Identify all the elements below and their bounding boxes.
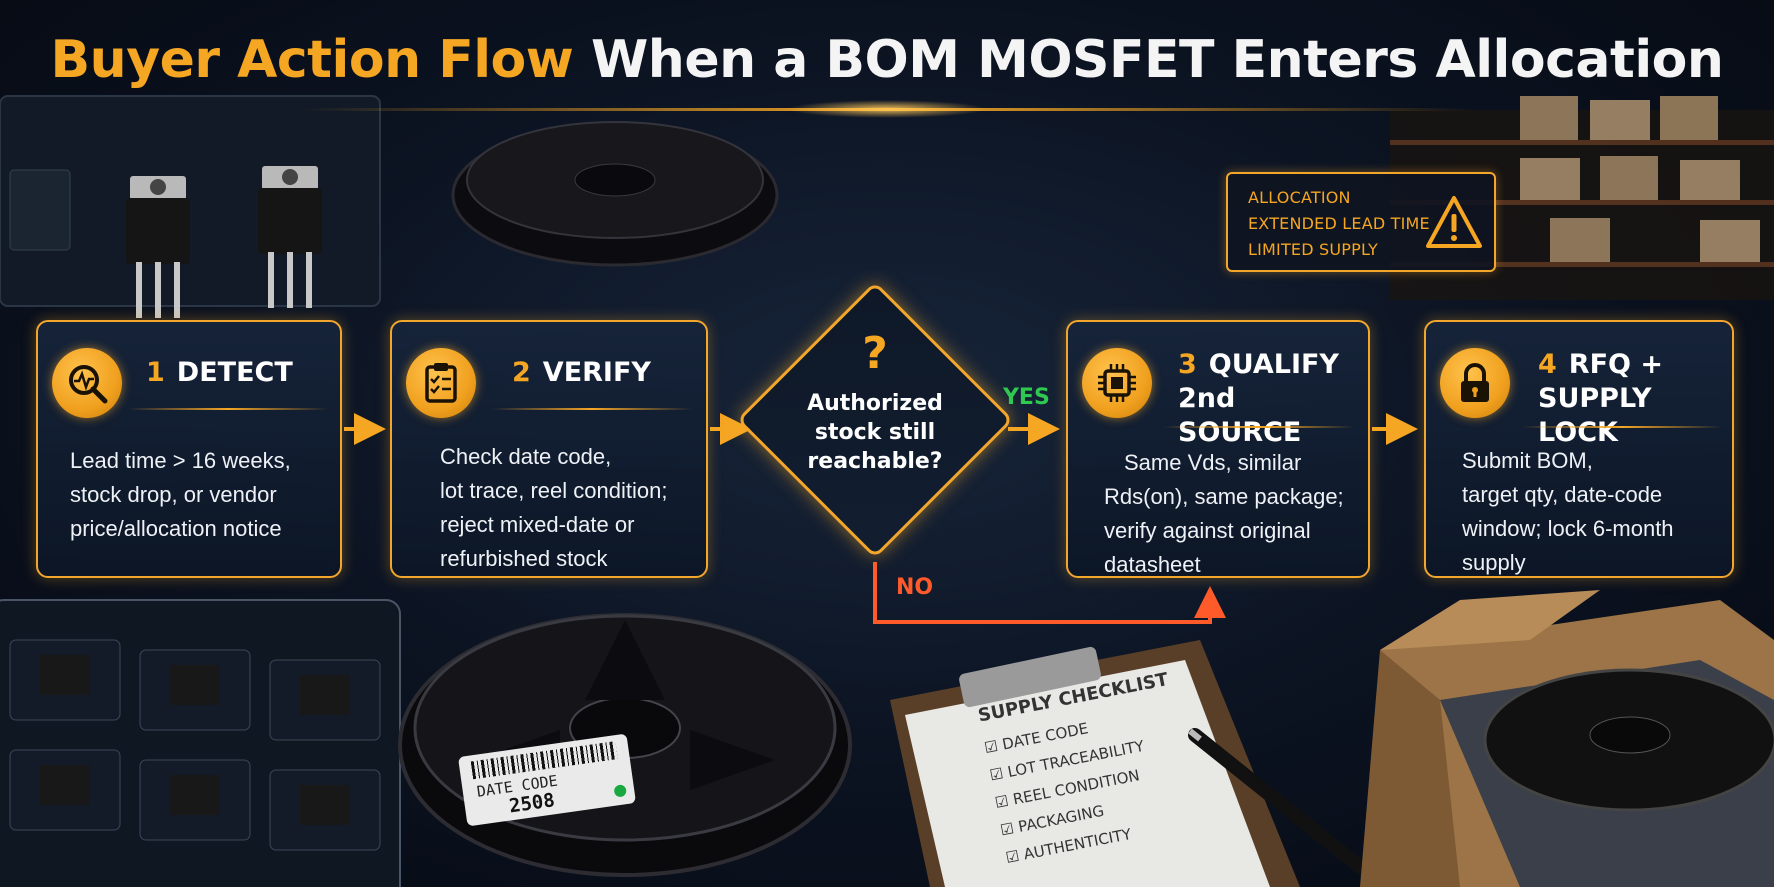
top-reel bbox=[451, 121, 779, 267]
step-line: Check date code, bbox=[440, 444, 612, 469]
decision-line: Authorized bbox=[807, 391, 943, 416]
step-label: VERIFY bbox=[542, 357, 651, 388]
step-line: verify against original bbox=[1104, 518, 1311, 543]
step-heading: 1 DETECT bbox=[146, 356, 293, 390]
title-glow bbox=[787, 100, 987, 118]
step-line: reject mixed-date or bbox=[440, 512, 635, 537]
step-divider bbox=[1522, 426, 1722, 428]
step-card-rfq: 4 RFQ + SUPPLY LOCK Submit BOM, target qt… bbox=[1424, 320, 1734, 578]
allocation-alert: ALLOCATION EXTENDED LEAD TIME LIMITED SU… bbox=[1226, 172, 1496, 272]
step-divider bbox=[1164, 426, 1354, 428]
warning-triangle-icon bbox=[1426, 196, 1482, 248]
alert-line: ALLOCATION bbox=[1248, 188, 1351, 207]
pen bbox=[1188, 728, 1377, 882]
step-line: target qty, date-code bbox=[1462, 482, 1663, 507]
clipboard-check-icon bbox=[406, 348, 476, 418]
step-label: 2nd SOURCE bbox=[1178, 382, 1302, 448]
step-line: Same Vds, similar bbox=[1124, 450, 1302, 475]
title-highlight: Buyer Action Flow bbox=[50, 30, 574, 90]
step-line: lot trace, reel condition; bbox=[440, 478, 668, 503]
decision-yes-label: YES bbox=[1003, 385, 1050, 410]
step-heading: 2 VERIFY bbox=[512, 356, 651, 390]
chip-icon bbox=[1082, 348, 1152, 418]
decision-no-label: NO bbox=[896, 575, 934, 600]
alert-line: LIMITED SUPPLY bbox=[1248, 240, 1378, 259]
step-card-verify: 2 VERIFY Check date code, lot trace, reel… bbox=[390, 320, 708, 578]
step-number: 4 bbox=[1538, 349, 1557, 380]
step-description: Lead time > 16 weeks, stock drop, or ven… bbox=[70, 444, 291, 546]
bottom-left-tray bbox=[0, 599, 401, 887]
mosfet-part bbox=[126, 176, 190, 318]
step-line: Submit BOM, bbox=[1462, 448, 1593, 473]
step-number: 1 bbox=[146, 357, 165, 388]
step-label: RFQ + bbox=[1568, 349, 1664, 380]
step-number: 2 bbox=[512, 357, 531, 388]
step-card-detect: 1 DETECT Lead time > 16 weeks, stock drop… bbox=[36, 320, 342, 578]
step-label: QUALIFY bbox=[1208, 349, 1339, 380]
step-line: price/allocation notice bbox=[70, 516, 282, 541]
decision-question: Authorized stock still reachable? bbox=[790, 389, 960, 476]
title-rest: When a BOM MOSFET Enters Allocation bbox=[590, 30, 1724, 90]
clipboard bbox=[890, 640, 1300, 887]
padlock-icon bbox=[1440, 348, 1510, 418]
step-description: Same Vds, similar Rds(on), same package;… bbox=[1104, 446, 1344, 582]
step-line: Lead time > 16 weeks, bbox=[70, 448, 291, 473]
step-label: SUPPLY LOCK bbox=[1538, 382, 1652, 448]
step-description: Submit BOM, target qty, date-code window… bbox=[1462, 444, 1674, 580]
step-line: Rds(on), same package; bbox=[1104, 484, 1344, 509]
page-title: Buyer Action Flow When a BOM MOSFET Ente… bbox=[0, 30, 1774, 90]
decision-line: reachable? bbox=[807, 449, 943, 474]
cardboard-box bbox=[1360, 590, 1774, 887]
decision-line: stock still bbox=[814, 420, 936, 445]
step-divider bbox=[128, 408, 328, 410]
step-line: refurbished stock bbox=[440, 546, 608, 571]
step-line: window; lock 6-month bbox=[1462, 516, 1674, 541]
question-mark-icon: ? bbox=[862, 328, 888, 379]
step-description: Check date code, lot trace, reel conditi… bbox=[440, 440, 667, 576]
arrow-decision-no bbox=[873, 562, 1226, 624]
step-divider bbox=[492, 408, 692, 410]
magnifier-pulse-icon bbox=[52, 348, 122, 418]
step-number: 3 bbox=[1178, 349, 1197, 380]
step-label: DETECT bbox=[176, 357, 293, 388]
mosfet-part bbox=[258, 166, 322, 308]
step-line: datasheet bbox=[1104, 552, 1201, 577]
step-heading: 3 QUALIFY 2nd SOURCE bbox=[1178, 348, 1368, 449]
step-heading: 4 RFQ + SUPPLY LOCK bbox=[1538, 348, 1732, 449]
step-card-qualify: 3 QUALIFY 2nd SOURCE Same Vds, similar Rd… bbox=[1066, 320, 1370, 578]
step-line: stock drop, or vendor bbox=[70, 482, 277, 507]
step-line: supply bbox=[1462, 550, 1526, 575]
alert-line: EXTENDED LEAD TIME bbox=[1248, 214, 1430, 233]
